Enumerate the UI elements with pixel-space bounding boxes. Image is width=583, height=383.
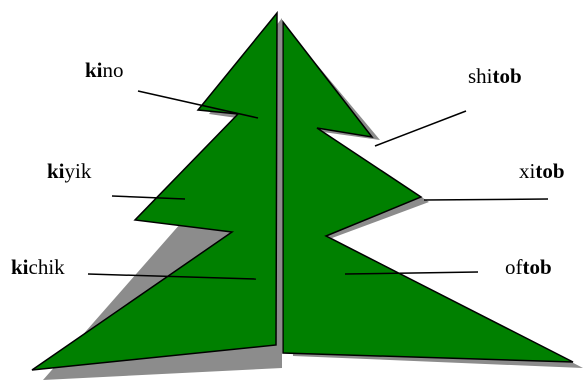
pointer-line-shitob [375,111,466,146]
word-kino: kino [85,60,124,81]
word-oftob: oftob [505,257,552,278]
word-kiyik: kiyik [47,161,91,182]
word-kichik: kichik [11,257,65,278]
left-half-tree [32,13,277,370]
pointer-line-xitob [424,199,548,200]
word-shitob: shitob [468,66,522,87]
word-xitob: xitob [519,161,565,182]
right-half-tree [283,22,573,362]
